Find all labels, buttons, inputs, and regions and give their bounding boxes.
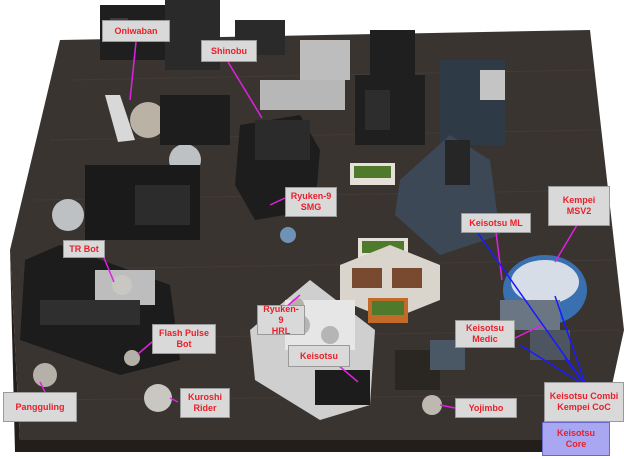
grass-planter-1-top [354, 166, 391, 178]
miniature-base-yojimbo [422, 395, 442, 415]
label-tr-bot: TR Bot [63, 240, 105, 258]
label-oniwaban: Oniwaban [102, 20, 170, 42]
miniature-base-ryuken-smg [280, 227, 296, 243]
label-kuroshi-rider: Kuroshi Rider [180, 388, 230, 418]
terrain-right-tower [440, 60, 505, 145]
label-flash-pulse-bot: Flash Pulse Bot [152, 324, 216, 354]
terrain-center-tower [355, 75, 425, 145]
label-keisotsu-core: Keisotsu Core [542, 422, 610, 456]
miniature-base-tr-bot [112, 275, 132, 295]
terrain-lower-left-factory [20, 245, 180, 375]
label-ryuken9-smg: Ryuken-9 SMG [285, 187, 337, 217]
miniature-base-pangguling [33, 363, 57, 387]
crystal-objective-3 [52, 199, 84, 231]
brown-planter-1 [352, 268, 382, 288]
label-keisotsu-combi-kempei-coc: Keisotsu Combi Kempei CoC [544, 382, 624, 422]
label-keisotsu-ml: Keisotsu ML [461, 213, 531, 233]
pointer-lines-blue [469, 221, 587, 387]
label-kempei-msv2: Kempei MSV2 [548, 186, 610, 226]
crystal-objective-1 [130, 102, 166, 138]
label-ryuken9-hrl: Ryuken-9 HRL [257, 304, 305, 336]
terrain-white-barricade [105, 95, 135, 142]
brown-planter-3-top [372, 301, 404, 315]
terrain-dark-building-left [85, 95, 230, 240]
label-pangguling: Pangguling [3, 392, 77, 422]
hex-platform [340, 245, 440, 320]
label-keisotsu: Keisotsu [288, 345, 350, 367]
label-yojimbo: Yojimbo [455, 398, 517, 418]
brown-planter-2 [392, 268, 422, 288]
terrain-lower-right-crates [395, 340, 465, 390]
miniature-base-flash-pulse [124, 350, 140, 366]
miniature-base-kuroshi-rider [144, 384, 172, 412]
pointer-lines-magenta [39, 41, 578, 409]
terrain-white-panel-top [260, 80, 345, 110]
label-keisotsu-medic: Keisotsu Medic [455, 320, 515, 348]
label-shinobu: Shinobu [201, 40, 257, 62]
